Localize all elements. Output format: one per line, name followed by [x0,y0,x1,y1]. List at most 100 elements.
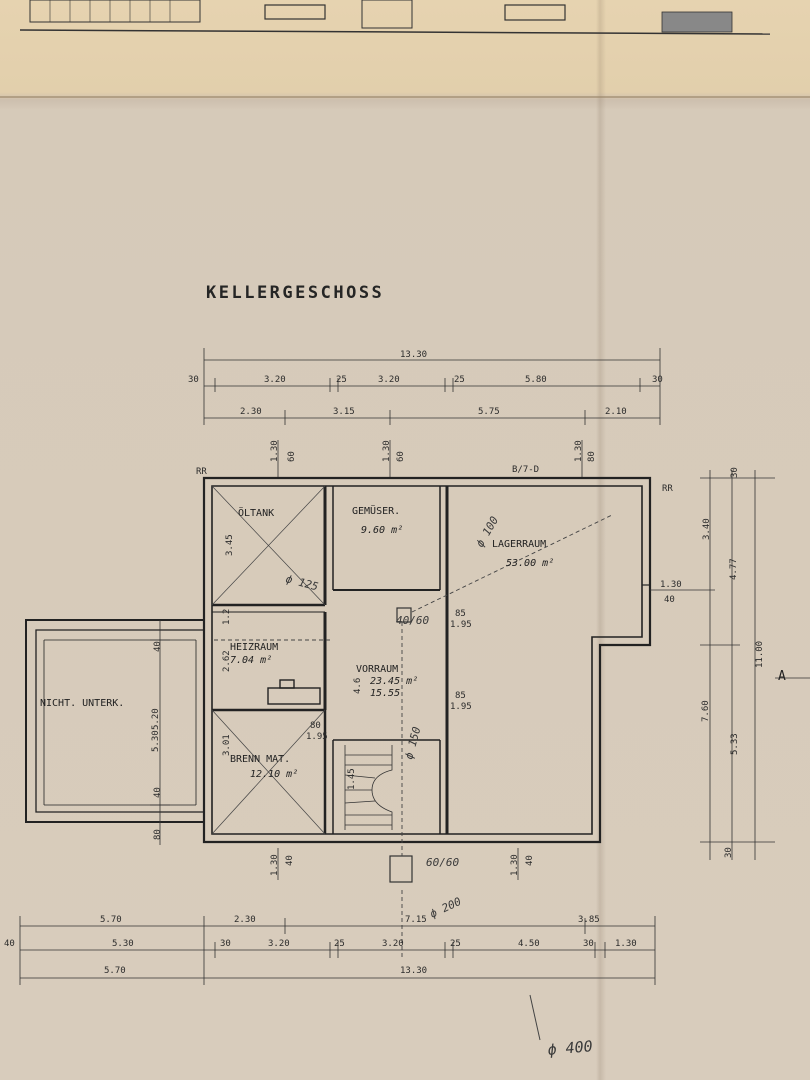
dim-left-3: 40 [153,787,163,798]
dim-top-total: 13.30 [400,350,427,360]
dim-bopen-3: 40 [525,855,535,866]
dim-bot-r1-0: 5.70 [100,915,122,925]
dim-bot-r3-0: 5.70 [104,966,126,976]
dim-top-r2-2: 5.75 [478,407,500,417]
elevation-fragment [19,0,771,35]
room-gemueser-name: GEMÜSER. [352,504,400,517]
drain-pipes [212,514,613,960]
dim-inner-12: 60/60 [426,856,459,869]
dim-right-8: 40 [664,595,675,605]
section-marker: A [778,669,786,684]
dim-right-4: 7.60 [701,700,711,722]
dim-right-7: 1.30 [660,580,682,590]
dim-inner-9: 1.95 [306,732,328,742]
dim-inner-3: 3.01 [222,734,232,756]
pipe-400-leader [529,994,541,1041]
dim-right-5: 5.33 [730,733,740,755]
dim-open-0: 1.30 [270,440,280,462]
room-lagerraum-area: 53.00 m² [506,558,554,569]
dim-inner-10: 4.6 [353,678,363,694]
dim-bopen-0: 1.30 [270,854,280,876]
room-lagerraum-name: LAGERRAUM [492,539,546,550]
dim-top-r1-0: 30 [188,375,199,385]
dim-left-1: 5.20 [151,708,161,730]
dim-bot-r2-9: 1.30 [615,939,637,949]
dim-top-r2-3: 2.10 [605,407,627,417]
dim-top-r1-5: 5.80 [525,375,547,385]
room-gemueser-area: 9.60 m² [361,525,403,536]
dim-open-5: 80 [587,451,597,462]
staircase [344,745,393,830]
note-pipe-200: ϕ 200 [428,895,464,921]
dim-bot-r1-3: 3.85 [578,915,600,925]
dim-left-0: 40 [153,641,163,652]
note-rr-right: RR [662,484,673,494]
windows [278,477,650,843]
dim-bopen-1: 40 [285,855,295,866]
dim-inner-5: 1.95 [450,620,472,630]
room-oeltank-name: ÖLTANK [238,506,274,519]
dim-left-2: 5.30 [151,730,161,752]
dim-open-1: 60 [287,451,297,462]
dim-inner-0: 3.45 [225,534,235,556]
dim-bot-r2-0: 40 [4,939,15,949]
dim-inner-8: 80 [310,721,321,731]
dim-bot-r2-3: 3.20 [268,939,290,949]
dim-inner-6: 85 [455,691,466,701]
dim-right-2: 4.77 [729,558,739,580]
top-dimensions [203,348,661,478]
room-vorraum-area: 23.45 m² [370,676,418,687]
dim-top-r1-1: 3.20 [264,375,286,385]
manhole [389,855,413,883]
dim-bot-r2-2: 30 [220,939,231,949]
dim-bopen-2: 1.30 [510,854,520,876]
dim-bot-r1-1: 2.30 [234,915,256,925]
dim-right-3: 11.00 [755,641,765,668]
room-heizraum-area: 7.04 m² [230,655,272,666]
dim-inner-7: 1.95 [450,702,472,712]
dim-bot-r2-8: 30 [583,939,594,949]
elevation-strip [0,0,810,98]
oeltank-cross [211,485,326,835]
dim-bot-r1-2: 7.15 [405,915,427,925]
dim-top-r2-0: 2.30 [240,407,262,417]
dim-top-r1-2: 25 [336,375,347,385]
dim-inner-2: 2.62 [222,650,232,672]
left-dimensions [150,620,170,845]
note-pipe-400: ϕ 400 [547,1037,594,1059]
boiler [267,679,321,705]
dim-bot-r2-1: 5.30 [112,939,134,949]
room-heizraum-name: HEIZRAUM [230,642,278,653]
dim-bot-r2-4: 25 [334,939,345,949]
dim-left-4: 80 [153,829,163,840]
plan-title: KELLERGESCHOSS [206,283,385,303]
dim-open-3: 60 [396,451,406,462]
dim-bot-r2-5: 3.20 [382,939,404,949]
dim-top-r1-3: 3.20 [378,375,400,385]
note-pipe-125: ϕ 125 [284,572,319,593]
dim-top-r1-6: 30 [652,375,663,385]
chimney-shaft [396,607,412,623]
dim-right-1: 3.40 [702,518,712,540]
dim-top-r2-1: 3.15 [333,407,355,417]
dim-inner-4: 85 [455,609,466,619]
dim-open-2: 1.30 [382,440,392,462]
right-dimensions [650,470,810,860]
room-nicht-unterk-name: NICHT. UNTERK. [40,698,124,709]
dim-right-6: 30 [724,847,734,858]
dim-inner-11: 40/60 [396,614,429,627]
bottom-dimensions [19,848,656,985]
dim-bot-r2-6: 25 [450,939,461,949]
walls [25,476,652,844]
dim-bot-r2-7: 4.50 [518,939,540,949]
dim-inner-1: 1.2 [222,609,232,625]
dim-inner-13: 1.45 [347,768,357,790]
dim-open-4: 1.30 [574,440,584,462]
room-brennmat-area: 12.10 m² [250,769,298,780]
note-rr-left: RR [196,467,207,477]
room-brennmat-name: BRENN MAT. [230,754,290,765]
room-vorraum-perimeter: 15.55 [370,688,400,699]
note-ok: B/7-D [512,465,539,475]
dim-right-0: 30 [730,467,740,478]
